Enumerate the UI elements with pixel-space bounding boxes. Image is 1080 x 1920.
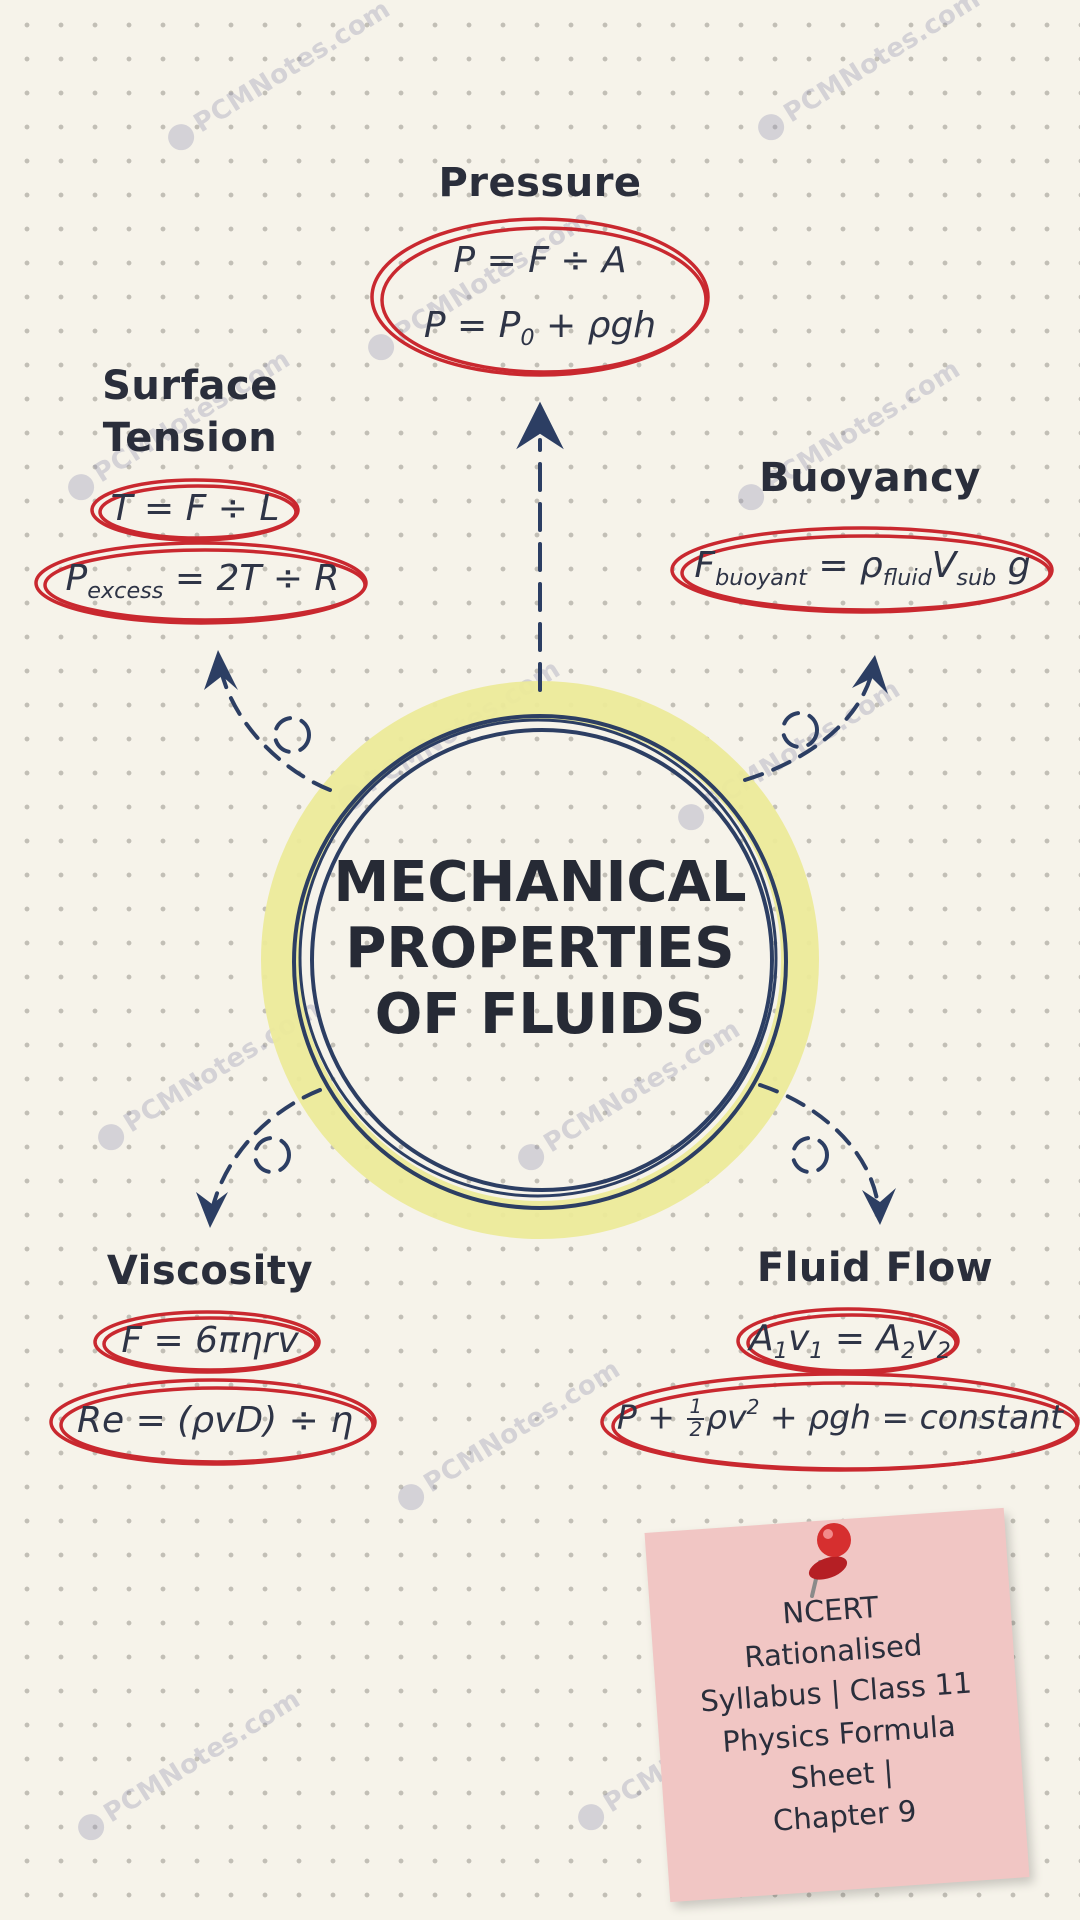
fraction-numerator: 1 bbox=[687, 1395, 705, 1420]
formula-subscript: 1 bbox=[809, 1337, 824, 1364]
viscosity-heading: Viscosity bbox=[106, 1248, 314, 1294]
viscosity-formula-2: Re = (ρvD) ÷ η bbox=[76, 1400, 354, 1441]
formula-subscript: 1 bbox=[773, 1337, 788, 1364]
formula-part: = 2T ÷ R bbox=[163, 558, 340, 599]
ring-surface-tension-2 bbox=[34, 541, 368, 625]
central-title-line: MECHANICAL bbox=[333, 850, 747, 915]
buoyancy-heading: Buoyancy bbox=[759, 455, 981, 501]
surface-tension-formula-1: T = F ÷ L bbox=[110, 488, 280, 529]
arrowhead-viscosity bbox=[196, 1192, 228, 1228]
fraction-denominator: 2 bbox=[689, 1417, 703, 1441]
formula-subscript: 2 bbox=[936, 1337, 951, 1364]
formula-part: A bbox=[749, 1318, 774, 1359]
formula-part: v bbox=[915, 1318, 937, 1359]
ring-buoyancy bbox=[670, 526, 1054, 614]
formula-superscript: 2 bbox=[746, 1395, 760, 1419]
buoyancy-formula-1: Fbuoyant = ρfluidVsub g bbox=[680, 545, 1045, 591]
arrow-to-surface-tension bbox=[218, 663, 332, 792]
viscosity-formula-1: F = 6πηrv bbox=[121, 1320, 299, 1361]
formula-part: P bbox=[65, 558, 88, 599]
heading-line: Tension bbox=[102, 415, 278, 461]
sticky-note: NCERT Rationalised Syllabus | Class 11 P… bbox=[644, 1507, 1030, 1903]
ring-viscosity-2 bbox=[49, 1378, 377, 1466]
ring-surface-tension-1 bbox=[90, 478, 300, 542]
heading-line: Surface bbox=[102, 363, 278, 409]
arrow-to-viscosity bbox=[210, 1088, 322, 1212]
formula-subscript: fluid bbox=[882, 564, 932, 591]
formula-subscript: sub bbox=[956, 564, 997, 591]
formula-part: v bbox=[787, 1318, 810, 1359]
surface-tension-heading: Surface Tension bbox=[60, 360, 320, 464]
central-title-line: OF FLUIDS bbox=[374, 982, 706, 1048]
formula-subscript: excess bbox=[87, 577, 164, 604]
arrowhead-buoyancy bbox=[852, 655, 888, 694]
ring-pressure bbox=[370, 217, 710, 377]
fluid-flow-heading: Fluid Flow bbox=[756, 1245, 994, 1291]
formula-subscript: 0 bbox=[520, 324, 535, 351]
central-circle bbox=[261, 681, 819, 1239]
formula-part: ρv bbox=[706, 1397, 747, 1437]
formula-subscript: buoyant bbox=[715, 564, 807, 591]
formula-part: + ρgh = constant bbox=[759, 1397, 1064, 1437]
pressure-formula-1: P = F ÷ A bbox=[453, 240, 627, 281]
ring-viscosity-1 bbox=[93, 1310, 321, 1374]
formula-part: F bbox=[694, 545, 716, 586]
fluid-flow-formula-1: A1v1 = A2v2 bbox=[745, 1318, 955, 1364]
arrow-to-buoyancy bbox=[743, 670, 874, 782]
ring-fluid-flow-2 bbox=[600, 1372, 1080, 1472]
pressure-heading: Pressure bbox=[438, 160, 642, 206]
formula-part: = A bbox=[823, 1318, 902, 1359]
surface-tension-formula-2: Pexcess = 2T ÷ R bbox=[45, 558, 360, 604]
formula-part: = ρ bbox=[806, 545, 883, 586]
arrowhead-fluid-flow bbox=[862, 1188, 896, 1225]
formula-part: P = P bbox=[423, 305, 521, 346]
sticky-note-text: NCERT Rationalised Syllabus | Class 11 P… bbox=[689, 1581, 986, 1847]
formula-part: P + bbox=[616, 1397, 686, 1437]
arrowhead-pressure bbox=[516, 401, 564, 450]
pressure-formula-2: P = P0 + ρgh bbox=[390, 305, 690, 351]
arrow-to-fluid-flow bbox=[758, 1083, 880, 1207]
arrowhead-surface-tension bbox=[204, 650, 238, 690]
central-topic-title: MECHANICAL PROPERTIES OF FLUIDS bbox=[290, 850, 790, 1048]
formula-part: g bbox=[996, 545, 1031, 586]
formula-subscript: 2 bbox=[901, 1337, 916, 1364]
formula-part: V bbox=[931, 545, 957, 586]
central-title-line: PROPERTIES bbox=[345, 916, 735, 982]
formula-part: + ρgh bbox=[534, 305, 657, 346]
